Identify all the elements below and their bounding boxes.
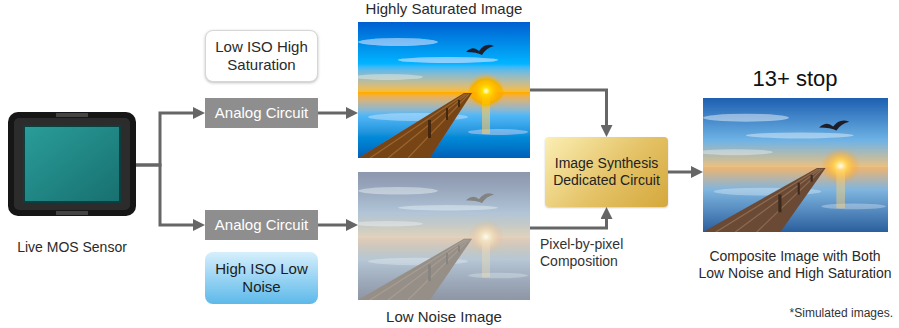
low-noise-photo <box>353 172 530 300</box>
saturated-photo <box>353 22 530 158</box>
flow-arrow <box>668 171 691 174</box>
mode-box: Low ISO High Saturation <box>205 30 318 82</box>
flow-arrow <box>136 113 193 165</box>
flow-arrow <box>530 90 607 125</box>
node-text: Analog Circuit <box>215 104 308 122</box>
image-panel: Low Noise Image <box>358 172 530 326</box>
node-text: Live MOS Sensor <box>17 239 127 256</box>
node-text: Image Synthesis Dedicated Circuit <box>551 155 662 189</box>
composite-panel: 13+ stopComposite Image with Both Low No… <box>695 66 895 282</box>
circuit-box: Analog Circuit <box>205 210 318 240</box>
node-text: Composite Image with Both Low Noise and … <box>695 248 895 282</box>
flow-arrow <box>136 165 193 225</box>
flow-arrow <box>530 219 607 228</box>
node-text: Low Noise Image <box>386 308 502 326</box>
edge-label: Pixel-by-pixel Composition <box>540 236 644 270</box>
flow-arrow <box>318 224 346 227</box>
sensor-node: Live MOS Sensor <box>8 110 136 256</box>
image-panel: Highly Saturated Image <box>358 0 530 158</box>
mode-box: High ISO Low Noise <box>205 252 318 304</box>
node-text: Low ISO High Saturation <box>212 38 311 74</box>
node-text: Highly Saturated Image <box>366 0 523 18</box>
node-text: 13+ stop <box>752 66 837 92</box>
flow-arrow <box>318 112 346 115</box>
node-text: Analog Circuit <box>215 216 308 234</box>
footnote: *Simulated images. <box>790 306 893 320</box>
node-text: High ISO Low Noise <box>211 260 312 296</box>
sensor-chip <box>8 112 136 216</box>
composite-photo <box>698 98 888 232</box>
synthesis-box: Image Synthesis Dedicated Circuit <box>545 137 668 207</box>
circuit-box: Analog Circuit <box>205 98 318 128</box>
